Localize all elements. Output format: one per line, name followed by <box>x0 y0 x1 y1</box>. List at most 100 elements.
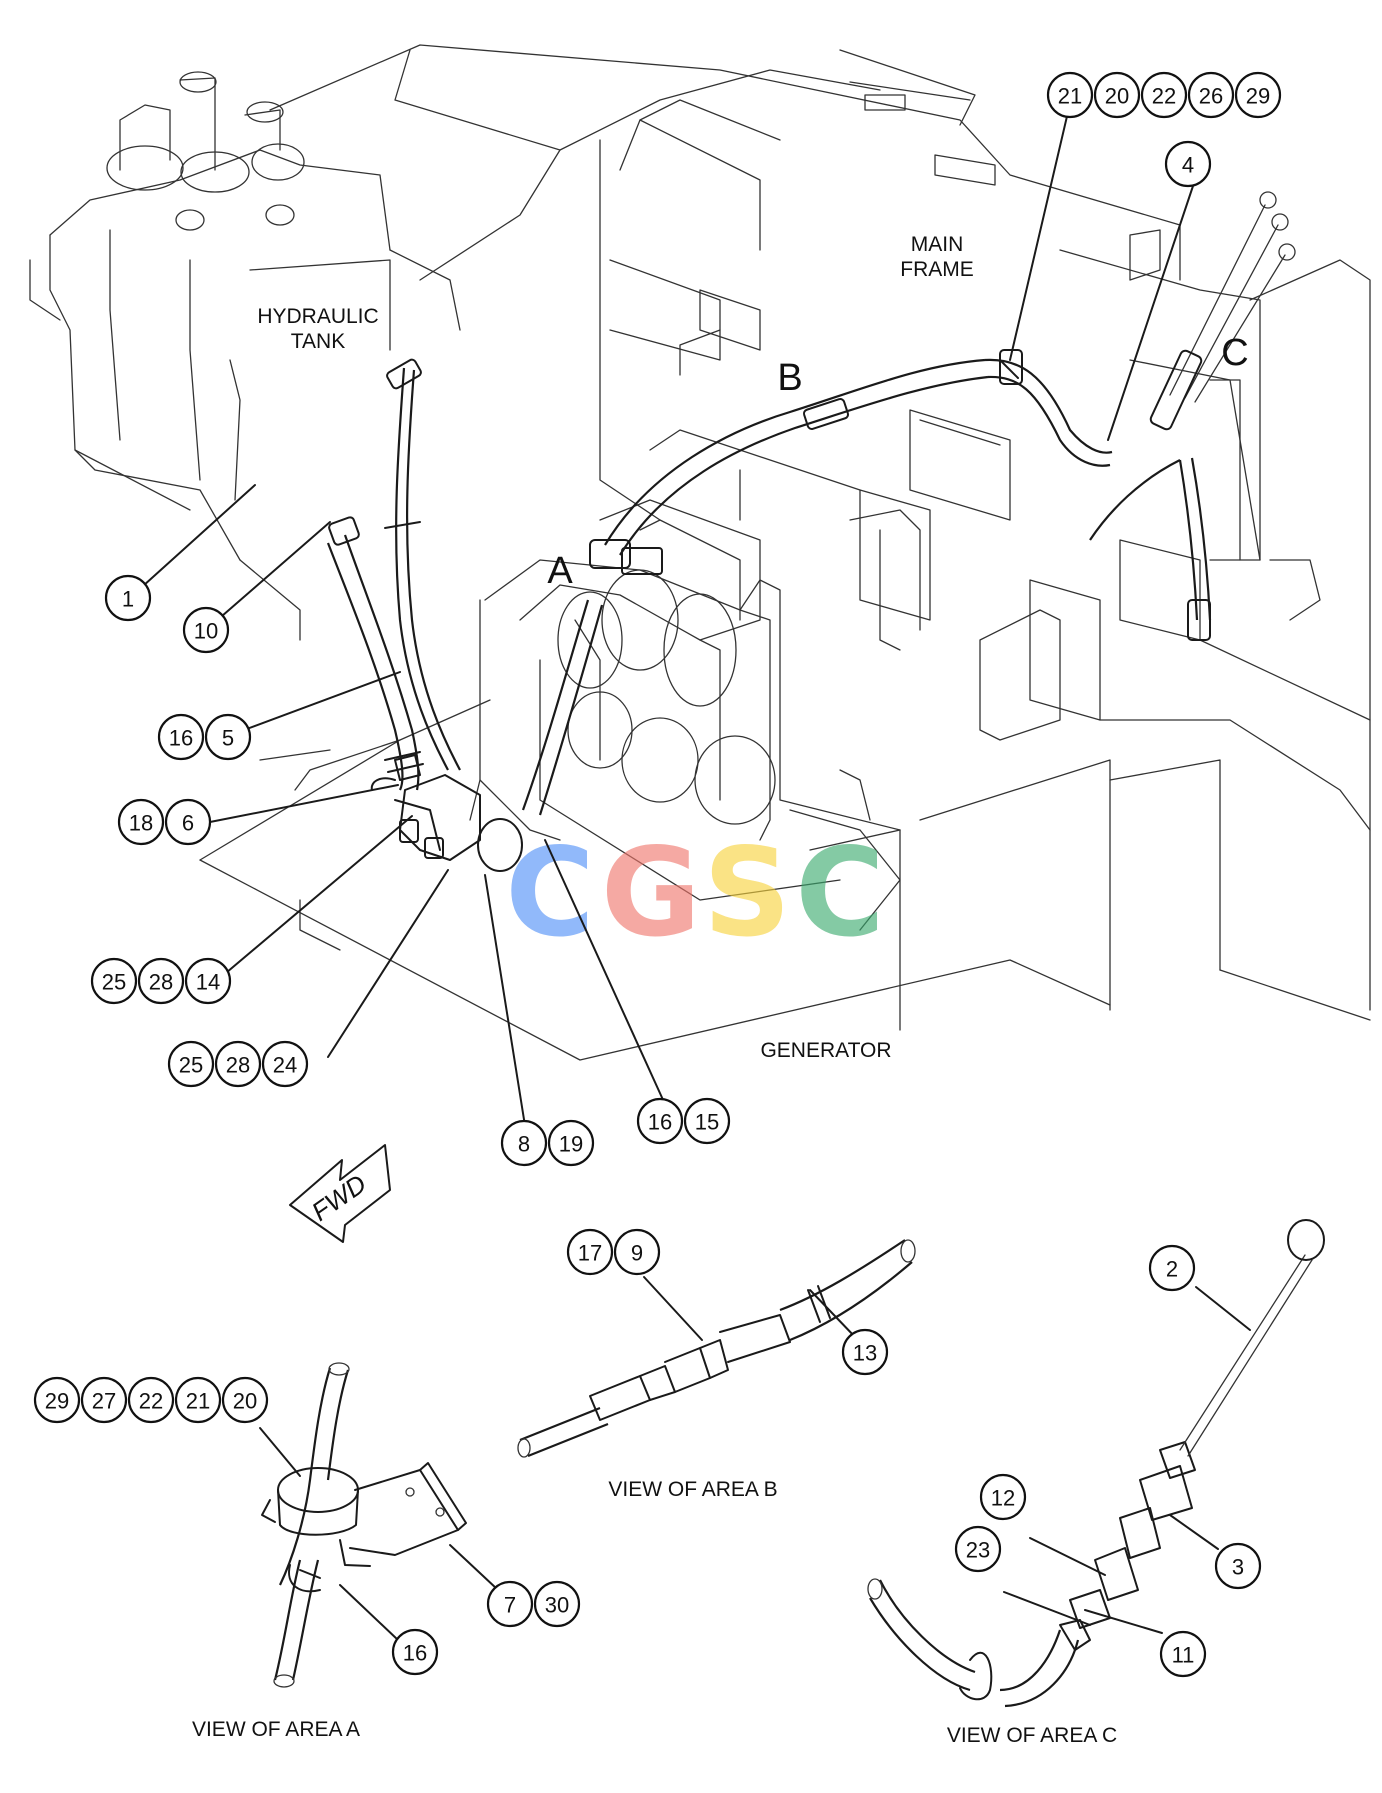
callout-10: 10 <box>182 606 230 654</box>
callout-25: 25 <box>90 957 138 1005</box>
svg-text:13: 13 <box>853 1341 877 1366</box>
callout-5: 5 <box>204 713 252 761</box>
callout-21: 21 <box>174 1376 222 1424</box>
watermark-letter: C <box>795 822 885 964</box>
svg-text:15: 15 <box>695 1110 719 1135</box>
svg-text:29: 29 <box>1246 84 1270 109</box>
svg-text:8: 8 <box>518 1132 530 1157</box>
svg-text:1: 1 <box>122 587 134 612</box>
callout-30: 30 <box>533 1580 581 1628</box>
hydraulic-tank-label: HYDRAULIC <box>257 305 378 328</box>
callout-6: 6 <box>164 798 212 846</box>
callout-29: 29 <box>1234 71 1282 119</box>
svg-text:11: 11 <box>1172 1643 1195 1668</box>
hose-assemblies <box>326 191 1296 872</box>
detail-view-area-c <box>867 1219 1325 1708</box>
svg-text:10: 10 <box>194 619 218 644</box>
fwd-label: FWD <box>306 1168 372 1227</box>
main-frame-label-line2: FRAME <box>900 258 974 281</box>
view-area-c-caption: VIEW OF AREA C <box>947 1724 1117 1747</box>
svg-text:26: 26 <box>1199 84 1223 109</box>
callout-8: 8 <box>500 1119 548 1167</box>
callout-29: 29 <box>33 1376 81 1424</box>
svg-text:20: 20 <box>233 1389 257 1414</box>
svg-text:7: 7 <box>504 1593 516 1618</box>
callout-3: 3 <box>1214 1542 1262 1590</box>
callout-9: 9 <box>613 1228 661 1276</box>
svg-text:14: 14 <box>196 970 220 995</box>
view-area-b-caption: VIEW OF AREA B <box>608 1478 777 1501</box>
callout-28: 28 <box>214 1040 262 1088</box>
callout-1: 1 <box>104 574 152 622</box>
detail-view-area-a <box>261 1362 467 1688</box>
hydraulic-tank-label-line2: TANK <box>291 330 345 353</box>
callout-28: 28 <box>137 957 185 1005</box>
svg-text:23: 23 <box>966 1538 990 1563</box>
svg-text:25: 25 <box>102 970 126 995</box>
main-frame-drawing <box>29 44 1371 1061</box>
callout-22: 22 <box>1140 71 1188 119</box>
svg-text:22: 22 <box>139 1389 163 1414</box>
callout-15: 15 <box>683 1097 731 1145</box>
view-area-a-caption: VIEW OF AREA A <box>192 1718 360 1741</box>
area-b-marker: B <box>777 357 802 399</box>
forward-direction-arrow: FWD <box>289 1144 391 1243</box>
svg-text:9: 9 <box>631 1241 643 1266</box>
callout-20: 20 <box>1093 71 1141 119</box>
svg-text:30: 30 <box>545 1593 569 1618</box>
callout-27: 27 <box>80 1376 128 1424</box>
svg-text:5: 5 <box>222 726 234 751</box>
callout-24: 24 <box>261 1040 309 1088</box>
svg-text:28: 28 <box>149 970 173 995</box>
svg-text:6: 6 <box>182 811 194 836</box>
callout-11: 11 <box>1159 1630 1207 1678</box>
detail-view-area-b <box>517 1239 916 1458</box>
generator-label: GENERATOR <box>760 1039 891 1062</box>
callout-13: 13 <box>841 1328 889 1376</box>
svg-text:17: 17 <box>578 1241 602 1266</box>
callout-25: 25 <box>167 1040 215 1088</box>
svg-text:25: 25 <box>179 1053 203 1078</box>
callout-17: 17 <box>566 1228 614 1276</box>
callout-7: 7 <box>486 1580 534 1628</box>
callout-18: 18 <box>117 798 165 846</box>
svg-text:20: 20 <box>1105 84 1129 109</box>
svg-text:2: 2 <box>1166 1257 1178 1282</box>
main-frame-label: MAIN <box>911 233 964 256</box>
text-labels: HYDRAULIC TANK MAIN FRAME GENERATOR A B … <box>192 233 1249 1747</box>
callout-21: 21 <box>1046 71 1094 119</box>
callout-16: 16 <box>157 713 205 761</box>
watermark-letter: G <box>601 822 701 964</box>
svg-text:22: 22 <box>1152 84 1176 109</box>
svg-text:12: 12 <box>991 1486 1015 1511</box>
svg-text:19: 19 <box>559 1132 583 1157</box>
area-c-marker: C <box>1221 332 1248 374</box>
callout-23: 23 <box>954 1525 1002 1573</box>
svg-text:24: 24 <box>273 1053 297 1078</box>
svg-text:16: 16 <box>169 726 193 751</box>
callout-26: 26 <box>1187 71 1235 119</box>
callout-20: 20 <box>221 1376 269 1424</box>
callout-16: 16 <box>391 1628 439 1676</box>
svg-text:21: 21 <box>1058 84 1082 109</box>
svg-text:16: 16 <box>403 1641 427 1666</box>
svg-text:28: 28 <box>226 1053 250 1078</box>
svg-text:18: 18 <box>129 811 153 836</box>
callout-12: 12 <box>979 1473 1027 1521</box>
callout-16: 16 <box>636 1097 684 1145</box>
callout-2: 2 <box>1148 1244 1196 1292</box>
callout-22: 22 <box>127 1376 175 1424</box>
callout-19: 19 <box>547 1119 595 1167</box>
callout-14: 14 <box>184 957 232 1005</box>
watermark-letter: C <box>505 822 595 964</box>
leader-lines <box>142 111 1251 1641</box>
watermark-letter: S <box>703 822 791 964</box>
svg-text:29: 29 <box>45 1389 69 1414</box>
svg-text:4: 4 <box>1182 153 1194 178</box>
area-a-marker: A <box>547 550 573 592</box>
svg-text:21: 21 <box>186 1389 210 1414</box>
svg-text:27: 27 <box>92 1389 116 1414</box>
